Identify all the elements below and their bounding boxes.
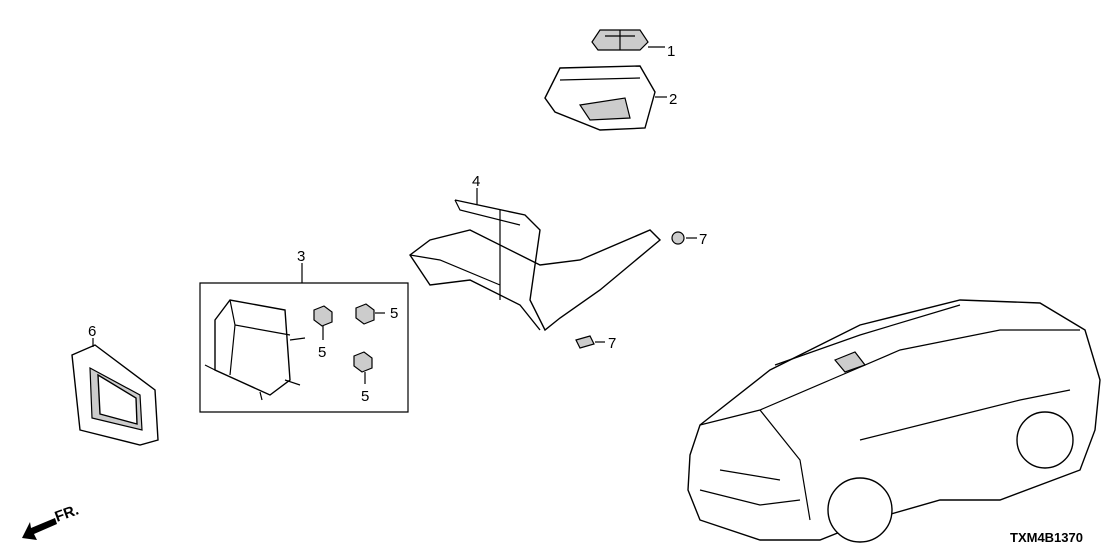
callout-6[interactable]: 6 bbox=[88, 323, 96, 340]
callout-3[interactable]: 3 bbox=[297, 248, 305, 265]
part-1-cover[interactable] bbox=[591, 29, 665, 51]
front-label: FR. bbox=[53, 502, 82, 526]
callout-2[interactable]: 2 bbox=[669, 91, 677, 108]
callout-5a[interactable]: 5 bbox=[318, 344, 326, 361]
part-7-bolt-b[interactable] bbox=[575, 335, 605, 349]
callout-4[interactable]: 4 bbox=[472, 173, 480, 190]
part-5-nut-b[interactable] bbox=[355, 303, 385, 325]
diagram-code: TXM4B1370 bbox=[1010, 530, 1083, 545]
part-4-bracket[interactable] bbox=[409, 188, 662, 332]
callout-7a[interactable]: 7 bbox=[699, 231, 707, 248]
callout-5b[interactable]: 5 bbox=[390, 305, 398, 322]
front-arrow-icon bbox=[22, 518, 57, 540]
callout-5c[interactable]: 5 bbox=[361, 388, 369, 405]
part-2-housing[interactable] bbox=[544, 65, 667, 131]
part-7-bolt-a[interactable] bbox=[671, 231, 697, 245]
vehicle-illustration bbox=[687, 299, 1101, 543]
part-3-unit-assembly[interactable] bbox=[199, 263, 409, 413]
callout-1[interactable]: 1 bbox=[667, 43, 675, 60]
callout-7b[interactable]: 7 bbox=[608, 335, 616, 352]
part-5-nut-c[interactable] bbox=[353, 351, 373, 384]
part-6-trim-cover[interactable] bbox=[71, 338, 159, 446]
part-5-nut-a[interactable] bbox=[313, 305, 333, 340]
front-direction-indicator: FR. bbox=[22, 502, 81, 540]
